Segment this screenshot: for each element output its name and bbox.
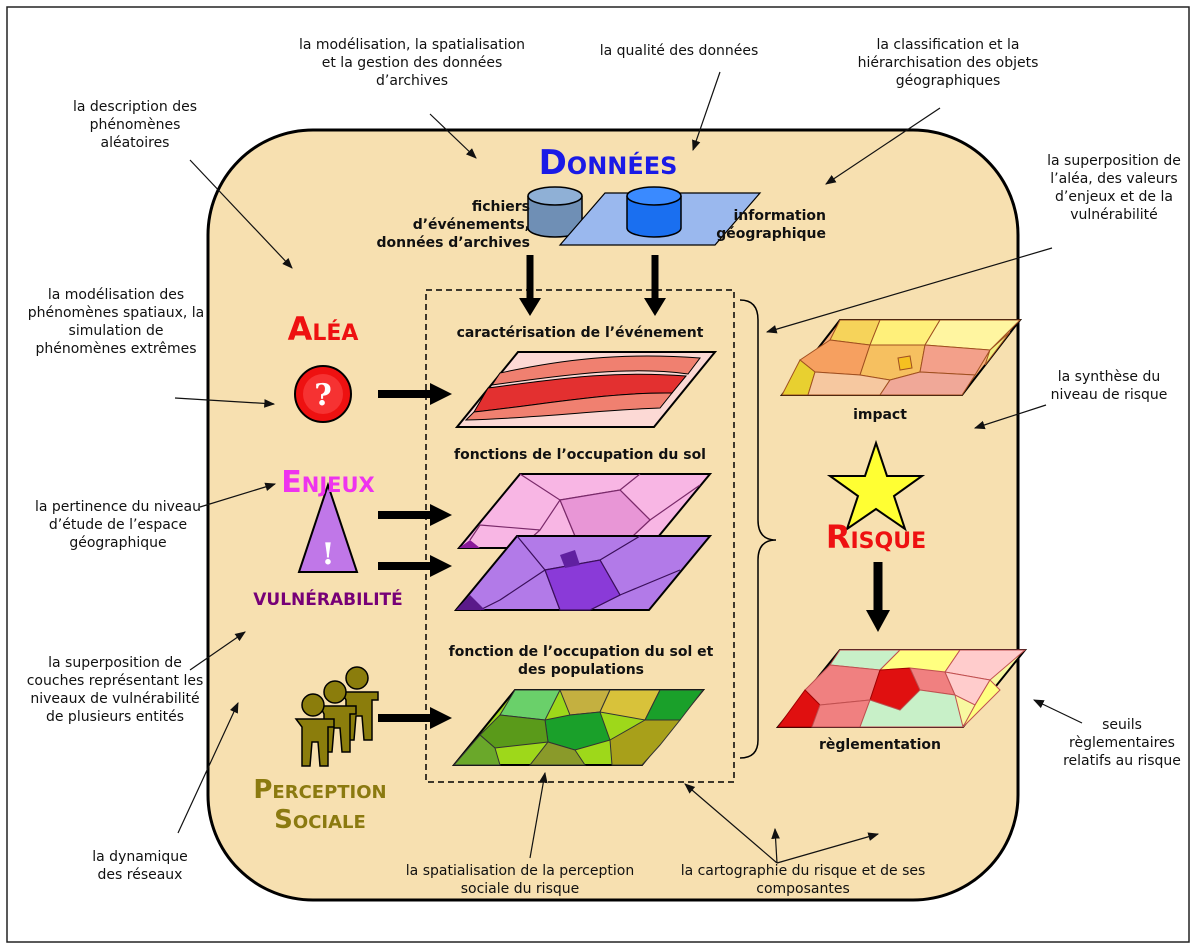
label-impact: impact bbox=[853, 407, 907, 423]
annotation-superposition-couches: la superposition de couches représentant… bbox=[26, 655, 204, 725]
impact-map-layer bbox=[779, 319, 1023, 396]
arrow-alea bbox=[378, 383, 452, 405]
event-map-layer bbox=[454, 351, 718, 428]
brace bbox=[739, 299, 777, 759]
heading-vulnerabilite: vulnérabilité bbox=[253, 583, 403, 611]
people-group-icon bbox=[294, 666, 379, 767]
svg-text:!: ! bbox=[321, 537, 334, 572]
annotation-qualite: la qualité des données bbox=[599, 43, 759, 59]
annotation-spatialisation-perception: la spatialisation de la perception socia… bbox=[405, 863, 635, 897]
database-cylinder-icon bbox=[527, 186, 583, 238]
label-occupation: fonctions de l’occupation du sol bbox=[454, 447, 706, 463]
annotation-synthese: la synthèse du niveau de risque bbox=[1050, 369, 1168, 403]
heading-perception: Perception Sociale bbox=[253, 775, 387, 835]
label-evenement: caractérisation de l’événement bbox=[456, 325, 704, 341]
annotation-pertinence: la pertinence du niveau d’étude de l’esp… bbox=[35, 499, 201, 551]
arrow-vulnerabilite bbox=[378, 555, 452, 577]
label-reglementation: règlementation bbox=[819, 737, 941, 753]
perception-map-layer bbox=[451, 689, 706, 766]
annotation-cartographie: la cartographie du risque et de ses comp… bbox=[680, 863, 926, 897]
reglementation-map-layer bbox=[775, 649, 1028, 728]
annotation-seuils: seuils règlementaires relatifs au risque bbox=[1063, 717, 1181, 769]
star-icon bbox=[826, 439, 926, 532]
svg-text:?: ? bbox=[314, 378, 332, 413]
dashed-layer-box bbox=[425, 289, 735, 783]
heading-risque: Risque bbox=[825, 518, 927, 556]
annotation-description: la description des phénomènes aléatoires bbox=[72, 99, 197, 151]
annotation-dynamique: la dynamique des réseaux bbox=[92, 849, 188, 883]
label-populations: fonction de l’occupation du sol et des p… bbox=[448, 644, 714, 678]
annotation-modelisation-archives: la modélisation, la spatialisation et la… bbox=[298, 37, 526, 89]
heading-alea: Aléa bbox=[287, 310, 359, 348]
heading-enjeux: Enjeux bbox=[281, 465, 375, 500]
enjeux-map-layer bbox=[456, 473, 713, 549]
arrow-perception bbox=[378, 707, 452, 729]
exclamation-triangle-icon: ! bbox=[297, 481, 359, 573]
annotation-modelisation-spatiaux: la modélisation des phénomènes spatiaux,… bbox=[27, 287, 205, 357]
arrow-enjeux bbox=[378, 504, 452, 526]
label-archives: fichiers d’événements, données d’archive… bbox=[376, 199, 530, 251]
heading-donnees: Données bbox=[538, 143, 678, 183]
database-cylinder-icon bbox=[626, 186, 682, 238]
annotation-classification: la classification et la hiérarchisation … bbox=[857, 37, 1039, 89]
vulnerability-map-layer bbox=[453, 535, 713, 611]
question-mark-circle-icon: ? bbox=[294, 365, 352, 423]
label-geo: information géographique bbox=[716, 208, 826, 242]
annotation-superposition-alea: la superposition de l’aléa, des valeurs … bbox=[1047, 153, 1181, 223]
